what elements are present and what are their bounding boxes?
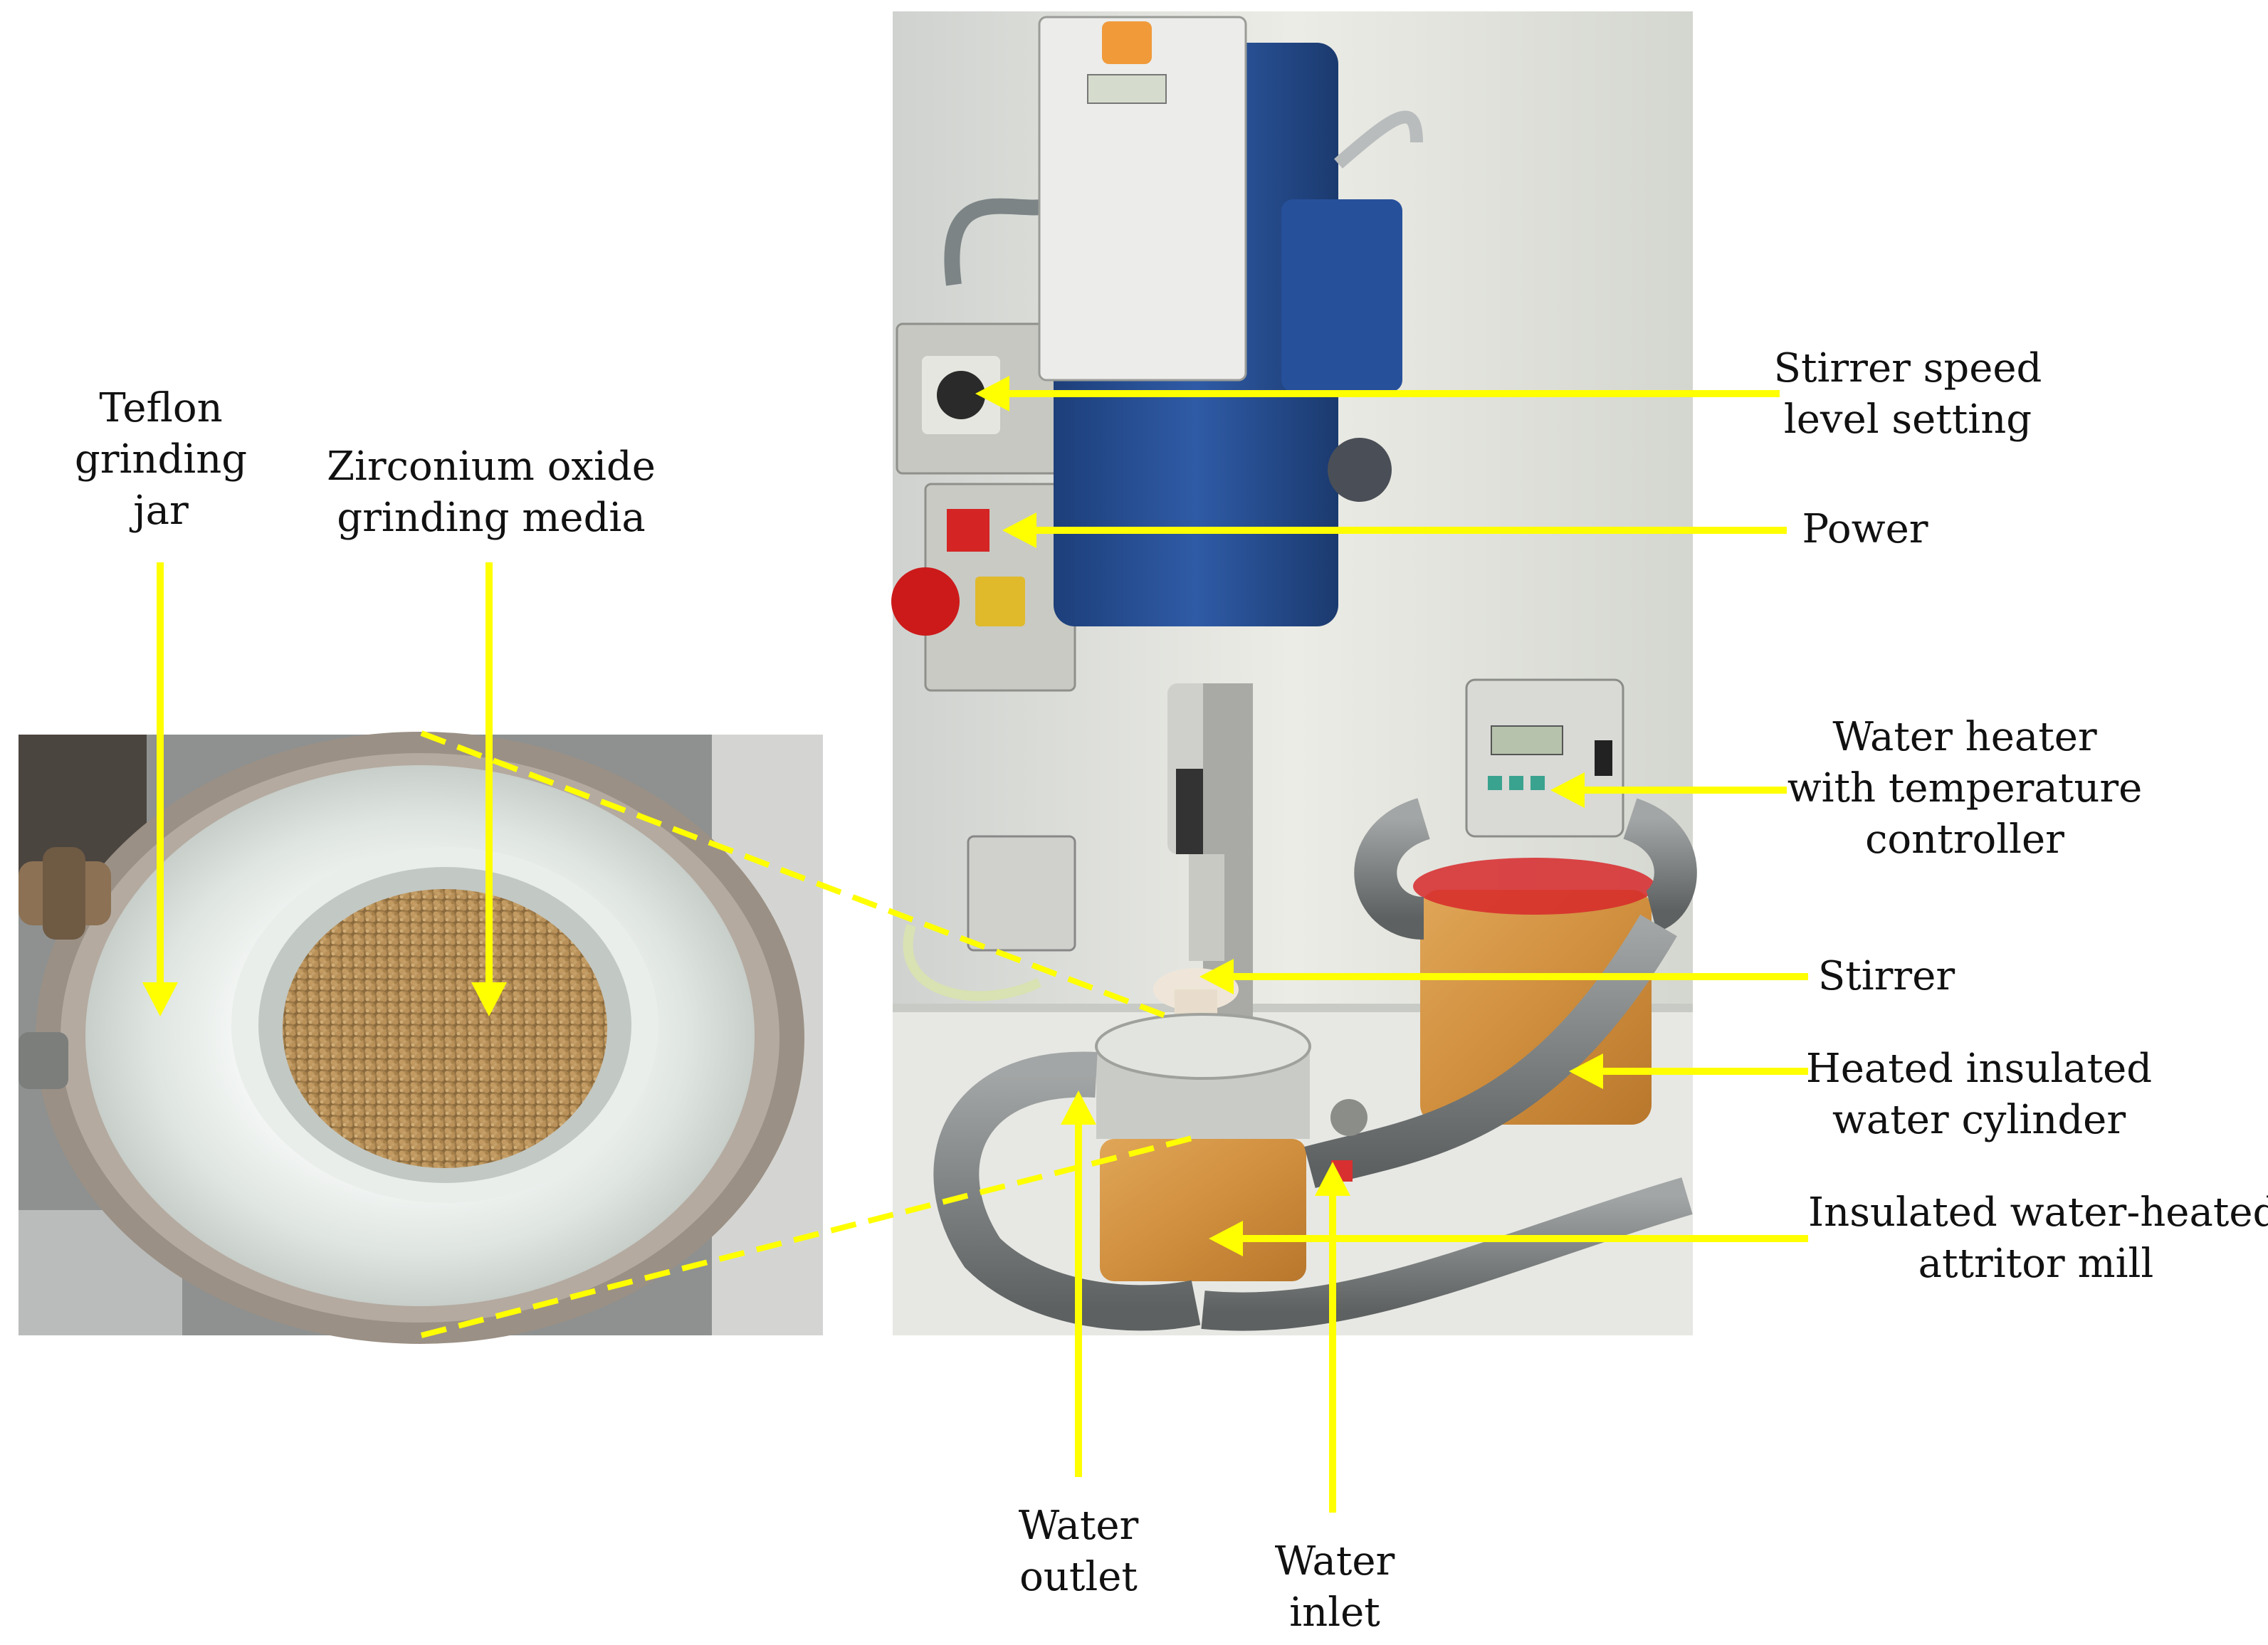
arrowhead-heated-cylinder xyxy=(1569,1053,1603,1089)
arrowhead-water-outlet xyxy=(1061,1090,1096,1125)
label-stirrer: Stirrer xyxy=(1817,953,1955,999)
arrowhead-stirrer-speed xyxy=(975,376,1009,411)
annotation-arrows xyxy=(142,376,1808,1513)
zoom-line-bottom xyxy=(421,1132,1204,1338)
zoom-line-top xyxy=(420,730,1169,1019)
arrowhead-teflon xyxy=(142,982,178,1016)
attritor-mill-photo xyxy=(891,11,1697,1335)
arrowhead-stirrer xyxy=(1199,959,1234,994)
jar-closeup-photo xyxy=(19,732,823,1344)
label-power: Power xyxy=(1802,506,1928,552)
label-teflon-grinding-jar: Teflon grinding jar xyxy=(74,385,248,534)
arrowhead-water-inlet xyxy=(1315,1162,1350,1196)
label-attritor-mill: Insulated water-heated attritor mill xyxy=(1808,1189,2268,1287)
arrowhead-attritor-mill xyxy=(1209,1221,1243,1256)
arrowhead-power xyxy=(1002,513,1036,548)
label-heated-insulated-cylinder: Heated insulated water cylinder xyxy=(1805,1046,2153,1143)
arrowhead-zirconium xyxy=(471,982,507,1016)
label-water-outlet: Water outlet xyxy=(1018,1503,1139,1600)
arrowhead-water-heater xyxy=(1550,772,1585,808)
label-stirrer-speed: Stirrer speed level setting xyxy=(1773,345,2042,443)
label-water-inlet: Water inlet xyxy=(1274,1538,1395,1636)
label-water-heater: Water heater with temperature controller xyxy=(1787,714,2143,863)
label-zirconium-oxide-media: Zirconium oxide grinding media xyxy=(327,443,656,541)
